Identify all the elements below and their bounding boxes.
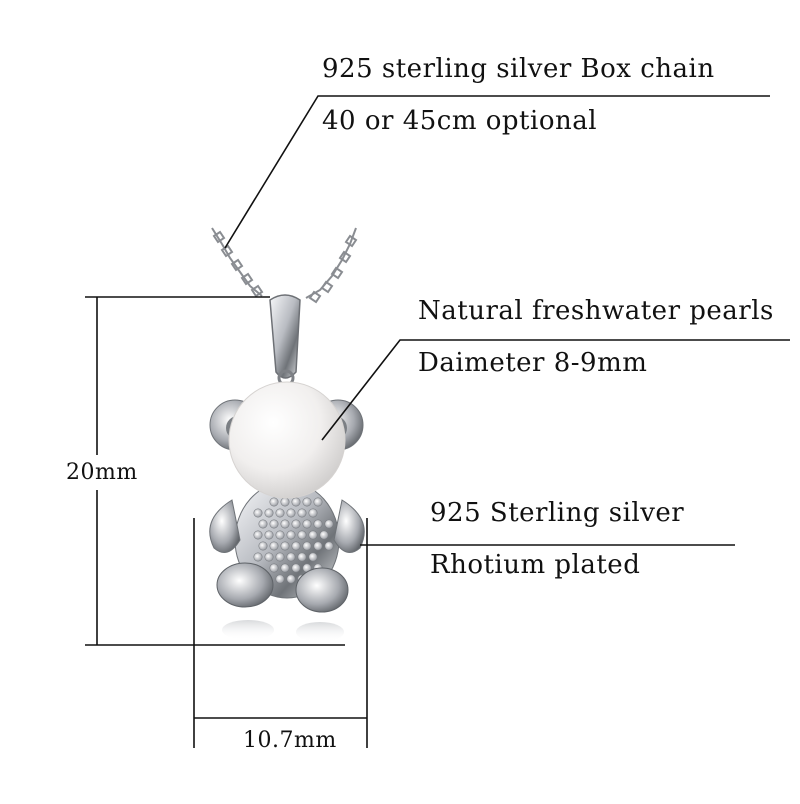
zircon-stone [264,508,274,518]
pearl-spec-title: Natural freshwater pearls [418,296,774,326]
zircon-stone [291,563,301,573]
zircon-stone [302,519,312,529]
zircon-stone [280,519,290,529]
zircon-stone [291,519,301,529]
zircon-stone [308,508,318,518]
zircon-stone [319,530,329,540]
zircon-stone [258,519,268,529]
zircon-stone [286,552,296,562]
zircon-stone [280,497,290,507]
chain-leader-line [224,95,770,249]
zircon-stone [302,541,312,551]
zircon-stone [280,541,290,551]
chain-length-note: 40 or 45cm optional [322,106,598,136]
zircon-stone [324,541,334,551]
zircon-stone [297,552,307,562]
width-dimension-label: 10.7mm [243,728,337,753]
pearl-head [228,381,346,499]
leader-lines [224,95,790,546]
zircon-stone [264,530,274,540]
zircon-stone [269,541,279,551]
zircon-stone [253,530,263,540]
zircon-stone [291,497,301,507]
zircon-stone [308,530,318,540]
zircon-stone [269,563,279,573]
plating-note: Rhotium plated [430,550,641,580]
zircon-stone [297,508,307,518]
zircon-stone [313,519,323,529]
zircon-stone [313,497,323,507]
zircon-stone [286,530,296,540]
zircon-stone [308,552,318,562]
dimension-lines [85,296,368,748]
zircon-stone [286,574,296,584]
zircon-stone [313,541,323,551]
zircon-stone [275,574,285,584]
silver-spec-title: 925 Sterling silver [430,498,685,528]
zircon-stone [275,508,285,518]
box-chain [211,227,358,304]
zircon-stone [324,519,334,529]
zircon-stone [253,552,263,562]
chain-spec-title: 925 sterling silver Box chain [322,54,715,84]
zircon-stone [302,497,312,507]
bear-body [209,481,365,642]
zircon-stone [275,552,285,562]
zircon-stone [275,530,285,540]
zircon-stone [297,530,307,540]
zircon-stone [253,508,263,518]
pearl-diameter-note: Daimeter 8-9mm [418,348,648,378]
zircon-stone [264,552,274,562]
zircon-stone [269,497,279,507]
pearl-leader-line [321,339,790,441]
pendant-bail [269,294,301,387]
zircon-stone [286,508,296,518]
zircon-stone [291,541,301,551]
zircon-stone [280,563,290,573]
height-dimension-label: 20mm [66,460,138,485]
zircon-pave [253,486,334,584]
zircon-stone [258,541,268,551]
zircon-stone [269,519,279,529]
